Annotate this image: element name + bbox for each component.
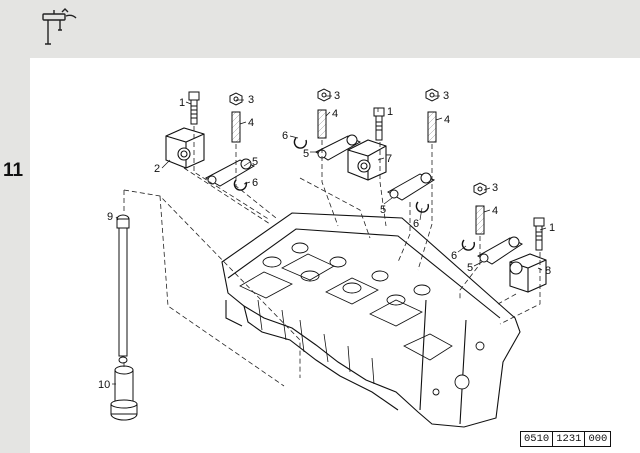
rocker-arms xyxy=(204,134,523,265)
cylinder-head-ports xyxy=(262,242,485,396)
reference-part-1: 0510 xyxy=(524,433,550,445)
section-number: 11 xyxy=(3,160,24,181)
reference-number: 0510 1231 000 xyxy=(520,431,612,447)
callout-5: 5 xyxy=(252,156,258,168)
reference-part-3: 000 xyxy=(584,432,610,446)
callout-2: 2 xyxy=(154,163,160,175)
reference-part-2: 1231 xyxy=(552,432,584,446)
assembly-lines xyxy=(123,126,541,387)
callout-3: 3 xyxy=(443,90,449,102)
callout-6: 6 xyxy=(451,250,457,262)
studs xyxy=(231,109,485,235)
callout-10: 10 xyxy=(98,379,110,391)
callout-8: 8 xyxy=(545,265,551,277)
callout-5: 5 xyxy=(380,204,386,216)
rocker-support-2 xyxy=(165,127,205,169)
rocker-support-7 xyxy=(347,139,387,181)
side-band xyxy=(0,58,30,453)
callout-4: 4 xyxy=(444,114,450,126)
callout-7: 7 xyxy=(386,153,392,165)
callout-4: 4 xyxy=(248,117,254,129)
leader-lines xyxy=(112,95,547,385)
callout-1: 1 xyxy=(387,106,393,118)
callout-5: 5 xyxy=(303,148,309,160)
circlips xyxy=(233,137,476,251)
pushrod xyxy=(116,214,130,364)
callout-1: 1 xyxy=(549,222,555,234)
callout-5: 5 xyxy=(467,262,473,274)
callout-4: 4 xyxy=(492,205,498,217)
callout-6: 6 xyxy=(413,218,419,230)
callout-3: 3 xyxy=(334,90,340,102)
rocker-support-8 xyxy=(509,253,547,293)
callout-6: 6 xyxy=(282,130,288,142)
callout-3: 3 xyxy=(248,94,254,106)
callout-9: 9 xyxy=(107,211,113,223)
callout-6: 6 xyxy=(252,177,258,189)
callout-4: 4 xyxy=(332,108,338,120)
callout-3: 3 xyxy=(492,182,498,194)
callout-numbers: 1 1 1 1 2 3 3 3 3 4 4 4 4 5 5 5 5 6 6 6 … xyxy=(98,90,555,391)
callout-1: 1 xyxy=(179,97,185,109)
header-band xyxy=(0,0,640,58)
cylinder-head xyxy=(221,212,521,428)
adjusting-screws xyxy=(188,91,545,251)
cylinder-head-bores xyxy=(239,253,453,385)
valve-icon xyxy=(42,8,77,45)
tappet xyxy=(110,365,138,421)
